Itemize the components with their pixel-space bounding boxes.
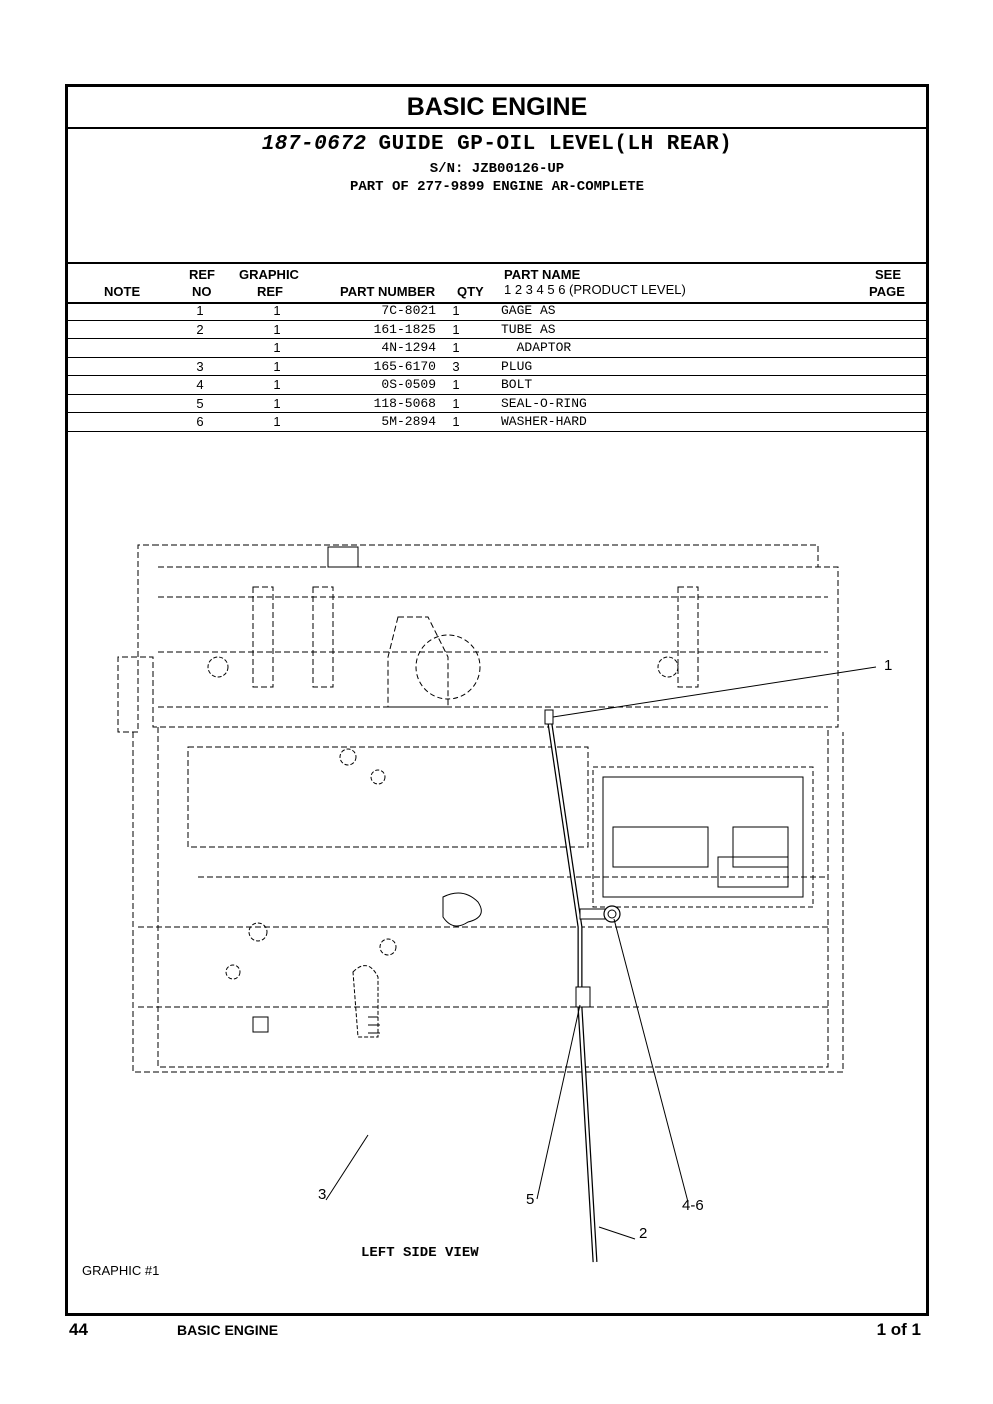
cell-note xyxy=(68,412,156,432)
col-see-top: SEE xyxy=(875,267,902,282)
callout-3: 3 xyxy=(318,1186,326,1203)
cell-qty: 3 xyxy=(436,357,476,376)
cell-see xyxy=(846,357,926,376)
page-of: 1 of 1 xyxy=(876,1320,921,1339)
graphic-label: GRAPHIC #1 xyxy=(82,1263,160,1278)
cell-qty: 1 xyxy=(436,338,476,358)
callout-2: 2 xyxy=(639,1225,647,1242)
cell-qty: 1 xyxy=(436,412,476,432)
footer-section: BASIC ENGINE xyxy=(177,1322,279,1338)
cell-graphic: 1 xyxy=(244,394,310,413)
engine-drawing: 1 2 3 4-6 5 LEFT SIDE VIEW xyxy=(117,544,892,1263)
cell-note xyxy=(68,357,156,376)
cell-part-number: 4N-1294 xyxy=(310,338,436,358)
cell-name: BOLT xyxy=(476,375,846,395)
cell-part-number: 0S-0509 xyxy=(310,375,436,395)
cell-ref: 1 xyxy=(156,302,244,321)
cell-graphic: 1 xyxy=(244,302,310,321)
engine-block-outline xyxy=(117,544,844,1073)
cell-part-number: 165-6170 xyxy=(310,357,436,376)
document-frame: BASIC ENGINE 187-0672 GUIDE GP-OIL LEVEL(… xyxy=(65,84,929,1316)
cell-name: TUBE AS xyxy=(476,320,846,339)
cell-part-number: 5M-2894 xyxy=(310,412,436,432)
page-number: 44 xyxy=(69,1320,88,1339)
cell-see xyxy=(846,394,926,413)
cell-ref: 3 xyxy=(156,357,244,376)
cell-name: WASHER-HARD xyxy=(476,412,846,432)
cell-ref: 6 xyxy=(156,412,244,432)
cell-note xyxy=(68,338,156,358)
view-label: LEFT SIDE VIEW xyxy=(361,1245,479,1261)
col-see-bottom: PAGE xyxy=(869,284,905,299)
col-qty: QTY xyxy=(457,284,484,299)
cell-qty: 1 xyxy=(436,375,476,395)
cell-part-number: 7C-8021 xyxy=(310,302,436,321)
cell-part-number: 161-1825 xyxy=(310,320,436,339)
cell-see xyxy=(846,302,926,321)
callout-1: 1 xyxy=(884,657,892,674)
cell-qty: 1 xyxy=(436,302,476,321)
engine-details xyxy=(207,546,814,1038)
col-ref-top: REF xyxy=(189,267,215,282)
col-graphic-bottom: REF xyxy=(257,284,283,299)
cell-qty: 1 xyxy=(436,320,476,339)
callout-leaders xyxy=(325,666,877,1240)
cell-ref: 5 xyxy=(156,394,244,413)
col-part-number: PART NUMBER xyxy=(340,284,436,299)
cell-ref: 2 xyxy=(156,320,244,339)
cell-ref: 4 xyxy=(156,375,244,395)
cell-qty: 1 xyxy=(436,394,476,413)
part-title: GUIDE GP-OIL LEVEL(LH REAR) xyxy=(378,133,733,156)
col-graphic-top: GRAPHIC xyxy=(239,267,299,282)
col-note: NOTE xyxy=(104,284,141,299)
cell-graphic: 1 xyxy=(244,357,310,376)
part-of: PART OF 277-9899 ENGINE AR-COMPLETE xyxy=(349,179,645,195)
cell-name: GAGE AS xyxy=(476,302,846,321)
cell-graphic: 1 xyxy=(244,320,310,339)
col-product-level: 1 2 3 4 5 6 (PRODUCT LEVEL) xyxy=(504,282,686,297)
cell-graphic: 1 xyxy=(244,338,310,358)
col-part-name: PART NAME xyxy=(504,267,581,282)
cell-see xyxy=(846,320,926,339)
cell-name: ADAPTOR xyxy=(476,338,846,358)
table-header: NOTE REF NO GRAPHIC REF PART NUMBER QTY … xyxy=(68,262,926,304)
cell-note xyxy=(68,394,156,413)
oil-gage-tube xyxy=(544,709,621,1263)
serial-number: S/N: JZB00126-UP xyxy=(429,161,565,177)
col-ref-bottom: NO xyxy=(192,284,212,299)
cell-graphic: 1 xyxy=(244,375,310,395)
cell-see xyxy=(846,412,926,432)
cell-name: SEAL-O-RING xyxy=(476,394,846,413)
cell-graphic: 1 xyxy=(244,412,310,432)
cell-see xyxy=(846,375,926,395)
cell-note xyxy=(68,375,156,395)
cell-ref xyxy=(156,338,244,358)
part-number-title: 187-0672 xyxy=(261,133,367,156)
cell-part-number: 118-5068 xyxy=(310,394,436,413)
part-header: 187-0672 GUIDE GP-OIL LEVEL(LH REAR) S/N:… xyxy=(68,129,926,196)
cell-note xyxy=(68,320,156,339)
section-title: BASIC ENGINE xyxy=(68,87,926,129)
cell-see xyxy=(846,338,926,358)
cell-name: PLUG xyxy=(476,357,846,376)
cell-note xyxy=(68,302,156,321)
callout-5: 5 xyxy=(526,1191,534,1208)
callout-4-6: 4-6 xyxy=(682,1197,704,1214)
